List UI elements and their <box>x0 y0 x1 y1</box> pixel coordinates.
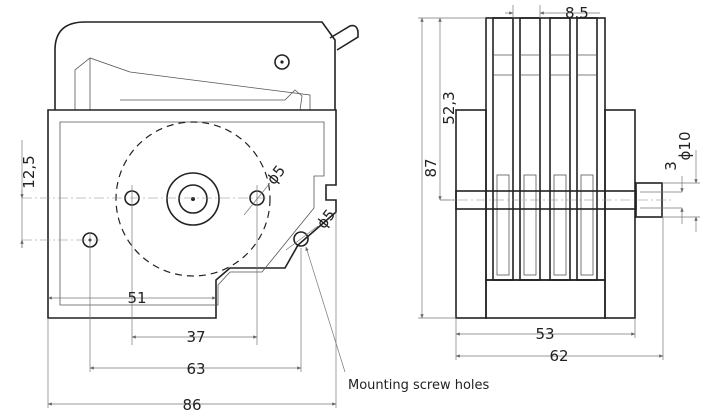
mounting-screw-holes-label: Mounting screw holes <box>348 378 490 393</box>
shaft-hub-outer <box>166 172 220 226</box>
callout-leader <box>305 246 346 373</box>
dim-phi-10: ϕ10 <box>676 132 694 161</box>
body-inner-outline <box>59 121 325 306</box>
side-base <box>485 279 606 319</box>
tube-slots <box>492 17 598 281</box>
front-view <box>20 21 359 408</box>
dim-87: 87 <box>422 158 440 177</box>
dim-62: 62 <box>549 347 568 365</box>
dim-8-5: 8.5 <box>565 4 589 22</box>
rotor-circle <box>115 121 271 277</box>
lever-handle <box>329 24 359 51</box>
pump-head-cover <box>54 21 336 110</box>
side-head-stack <box>485 17 606 281</box>
cover-screw <box>274 54 290 70</box>
cover-recess <box>74 57 311 110</box>
dim-63: 63 <box>186 360 205 378</box>
shaft-hub-inner <box>178 184 208 214</box>
dim-53: 53 <box>535 325 554 343</box>
side-back-plate <box>455 109 487 319</box>
dim-37: 37 <box>186 328 205 346</box>
mounting-hole <box>293 231 309 247</box>
dim-12-5: 12,5 <box>20 155 38 188</box>
dim-86: 86 <box>182 396 201 414</box>
dim-hole-dia-1: ϕ5 <box>263 162 289 188</box>
dim-51: 51 <box>127 289 146 307</box>
dim-52-3: 52,3 <box>440 91 458 124</box>
dim-3: 3 <box>662 161 680 171</box>
side-view <box>418 5 700 360</box>
body-outline <box>47 109 337 319</box>
side-front-plate <box>604 109 636 319</box>
